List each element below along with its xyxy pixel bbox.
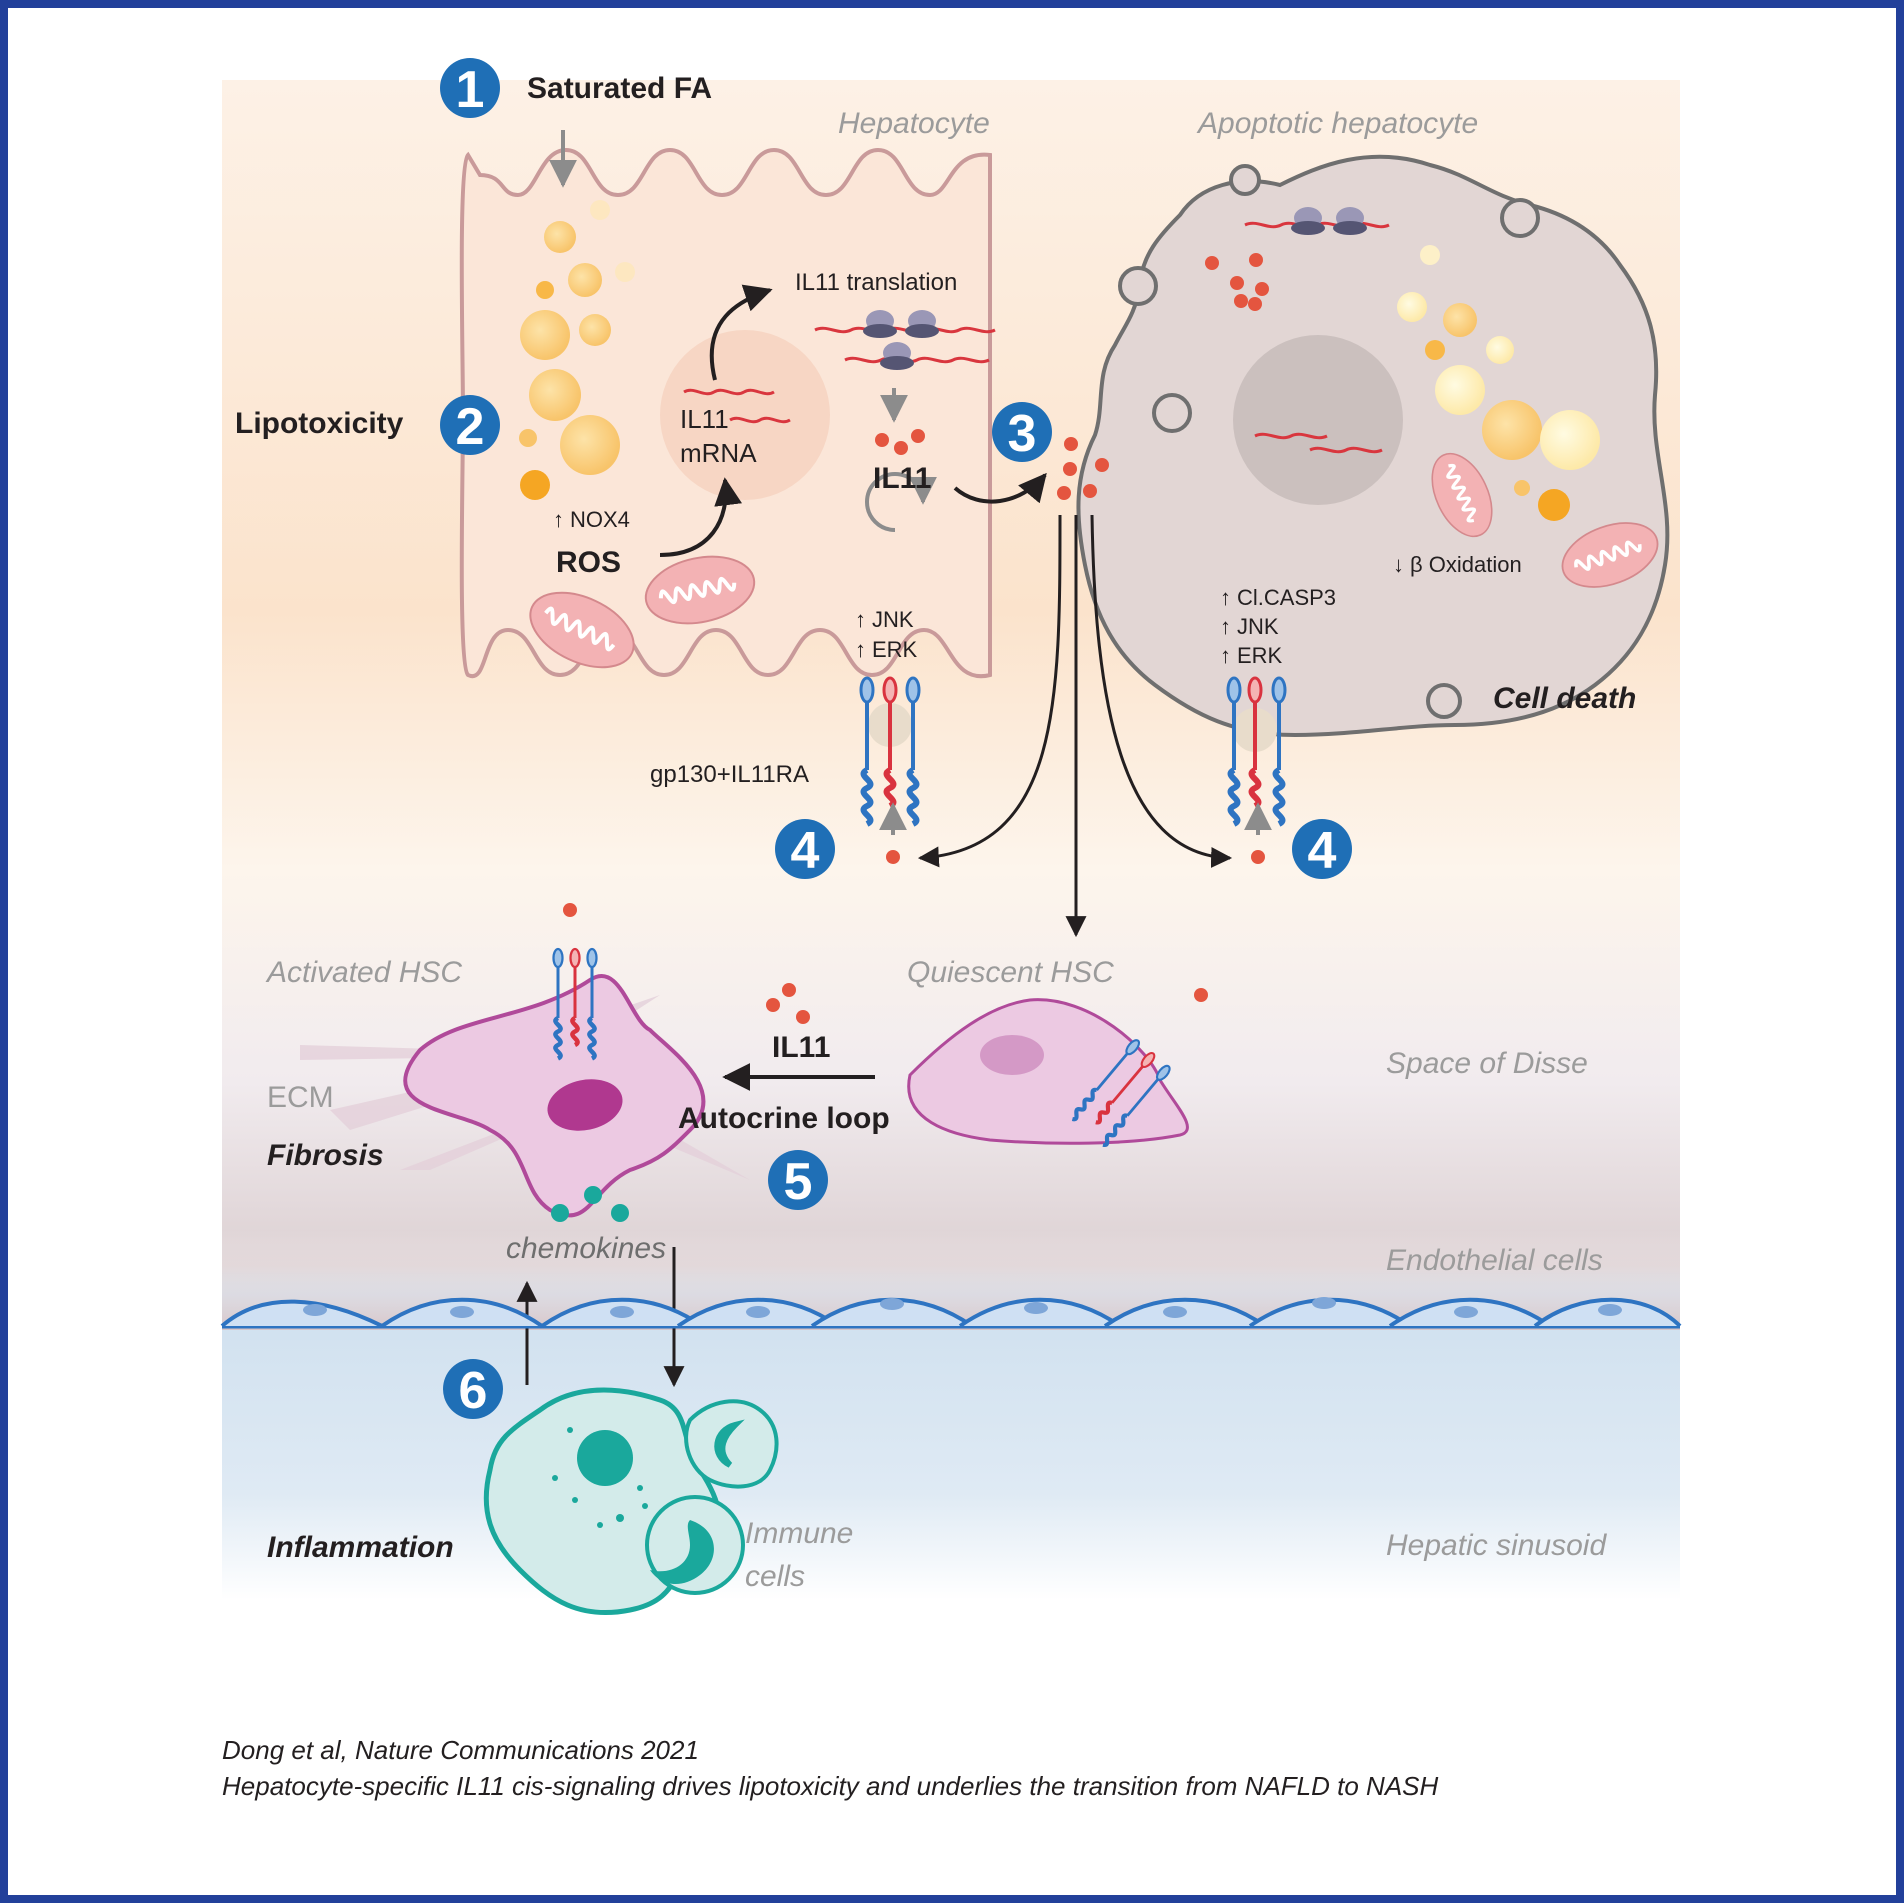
svg-text:2: 2 xyxy=(456,398,485,456)
label-il11-autocrine: IL11 xyxy=(772,1031,830,1064)
label-cl-casp3: Cl.CASP3 xyxy=(1237,585,1336,610)
label-il11-hepatocyte: IL11 xyxy=(873,462,931,495)
hepatocyte-cell xyxy=(459,147,996,864)
svg-text:↑: ↑ xyxy=(855,637,866,662)
svg-text:↑: ↑ xyxy=(553,507,564,532)
label-endothelial-cells: Endothelial cells xyxy=(1386,1244,1603,1277)
label-immune-cells-2: cells xyxy=(745,1560,805,1593)
svg-text:4: 4 xyxy=(791,822,820,880)
label-jnk-apoptotic: JNK xyxy=(1237,614,1279,639)
label-activated-hsc: Activated HSC xyxy=(265,956,462,989)
svg-text:5: 5 xyxy=(784,1153,813,1211)
svg-text:↑: ↑ xyxy=(1220,614,1231,639)
apoptotic-hepatocyte-cell xyxy=(1076,154,1670,864)
label-il11-mrna-2: mRNA xyxy=(680,438,757,468)
label-erk-hepatocyte: ERK xyxy=(872,637,918,662)
quiescent-hsc-cell xyxy=(907,988,1208,1147)
svg-text:↓: ↓ xyxy=(1393,552,1404,577)
label-fibrosis: Fibrosis xyxy=(267,1139,384,1172)
chemokine-dots xyxy=(551,1186,629,1222)
label-saturated-fa: Saturated FA xyxy=(527,72,712,105)
citation-line-2: Hepatocyte-specific IL11 cis-signaling d… xyxy=(222,1771,1438,1801)
secreted-il11-dots xyxy=(1057,437,1109,500)
endothelial-layer xyxy=(220,1297,1682,1329)
immune-cells xyxy=(483,1387,779,1616)
svg-text:↑: ↑ xyxy=(855,607,866,632)
svg-text:3: 3 xyxy=(1008,405,1037,463)
arrow-to-hepatocyte-receptor xyxy=(917,514,1062,868)
activated-hsc-cell xyxy=(300,903,750,1218)
hepatocyte-nucleus xyxy=(660,330,830,500)
svg-text:6: 6 xyxy=(459,1362,488,1420)
label-il11-translation: IL11 translation xyxy=(795,269,957,296)
label-hepatic-sinusoid: Hepatic sinusoid xyxy=(1386,1529,1607,1562)
svg-text:1: 1 xyxy=(456,61,485,119)
label-ecm: ECM xyxy=(267,1081,334,1114)
label-chemokines: chemokines xyxy=(506,1232,666,1265)
label-cell-death: Cell death xyxy=(1493,682,1636,715)
label-jnk-hepatocyte: JNK xyxy=(872,607,914,632)
step-badge-1: 1 xyxy=(440,58,500,119)
label-hepatocyte: Hepatocyte xyxy=(838,107,990,140)
arrow-to-apoptotic-receptor xyxy=(1090,514,1233,868)
label-erk-apoptotic: ERK xyxy=(1237,643,1283,668)
label-ros: ROS xyxy=(556,546,621,579)
label-space-of-disse: Space of Disse xyxy=(1386,1047,1588,1080)
svg-text:↑: ↑ xyxy=(1220,585,1231,610)
lipid-droplets xyxy=(519,200,635,500)
step-badge-3: 3 xyxy=(992,402,1052,463)
step-badge-4-right: 4 xyxy=(1292,819,1352,880)
svg-text:↑: ↑ xyxy=(1220,643,1231,668)
label-gp130-il11ra: gp130+IL11RA xyxy=(650,761,809,788)
label-nox4: NOX4 xyxy=(570,507,630,532)
step-badge-4-left: 4 xyxy=(775,819,835,880)
citation-line-1: Dong et al, Nature Communications 2021 xyxy=(222,1735,699,1765)
step-badge-2: 2 xyxy=(440,395,500,456)
label-quiescent-hsc: Quiescent HSC xyxy=(907,956,1114,989)
label-apoptotic-hepatocyte: Apoptotic hepatocyte xyxy=(1196,107,1478,140)
label-autocrine-loop: Autocrine loop xyxy=(678,1102,890,1135)
svg-text:4: 4 xyxy=(1308,822,1337,880)
label-lipotoxicity: Lipotoxicity xyxy=(235,407,404,440)
label-il11-mrna-1: IL11 xyxy=(680,404,729,434)
arrow-il11-secretion xyxy=(953,472,1047,504)
step-badge-5: 5 xyxy=(768,1150,828,1211)
label-beta-oxidation: β Oxidation xyxy=(1410,552,1522,577)
label-inflammation: Inflammation xyxy=(267,1531,454,1564)
step-badge-6: 6 xyxy=(443,1359,503,1420)
label-immune-cells-1: Immune xyxy=(745,1517,853,1550)
